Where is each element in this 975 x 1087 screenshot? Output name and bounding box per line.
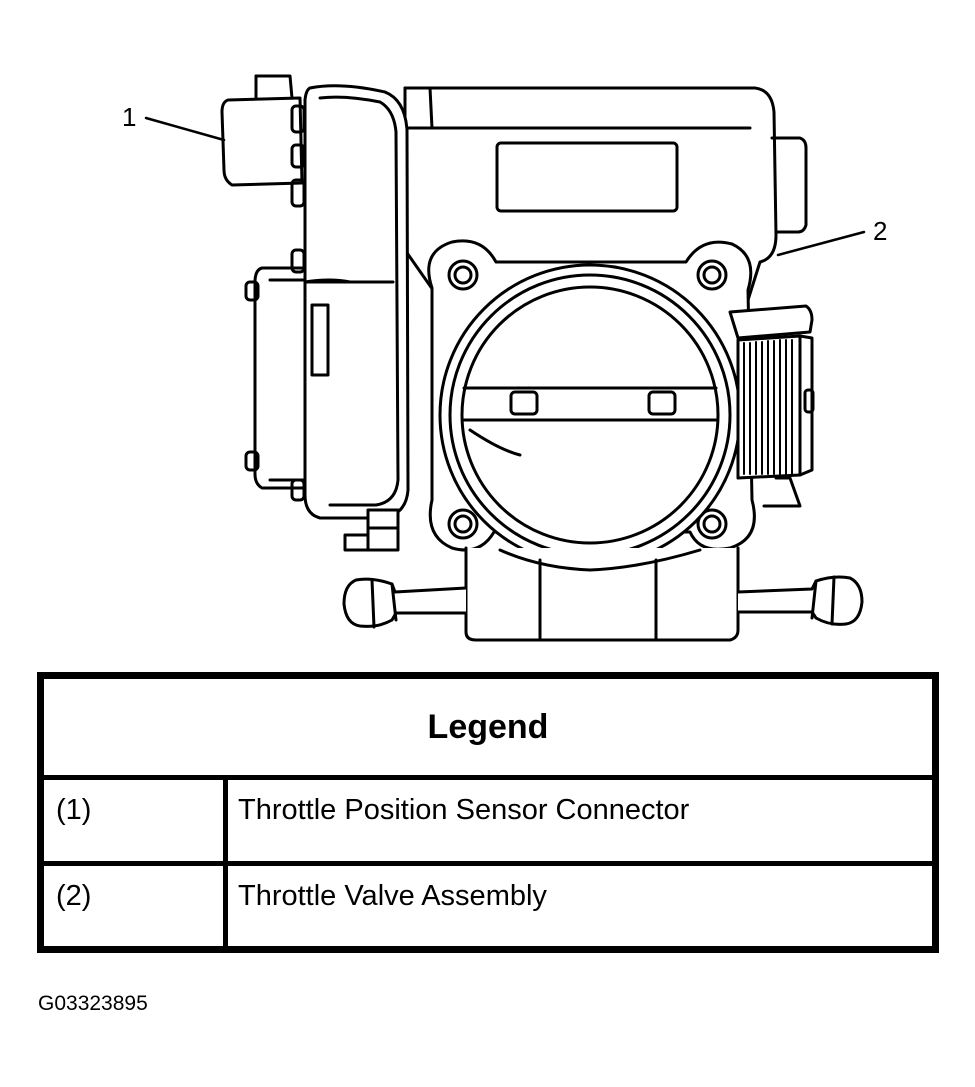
throttle-bore-outer — [438, 263, 742, 567]
lower-side-module — [253, 266, 307, 490]
shaft-screw — [509, 390, 539, 416]
callout-1: 1 — [122, 102, 136, 132]
bolt-hole — [447, 508, 479, 540]
legend-row-number: (2) — [38, 861, 228, 952]
legend-row-description: Throttle Valve Assembly — [223, 861, 938, 952]
coolant-pipe-left — [342, 577, 468, 628]
tps-connector — [220, 96, 304, 187]
legend-row-number: (1) — [38, 775, 228, 866]
legend-row-description: Throttle Position Sensor Connector — [223, 775, 938, 866]
legend-row: (2) Throttle Valve Assembly — [38, 861, 938, 952]
return-spring-housing — [728, 304, 814, 340]
legend-title: Legend — [38, 673, 938, 780]
bolt-hole — [696, 259, 728, 291]
bolt-hole — [696, 508, 728, 540]
callout-2: 2 — [873, 216, 887, 246]
throttle-bore-inner — [460, 285, 720, 545]
leader-line-2 — [776, 230, 866, 257]
legend-table: Legend (1) Throttle Position Sensor Conn… — [37, 672, 939, 953]
sensor-housing — [303, 84, 410, 520]
legend-header-row: Legend — [38, 673, 938, 780]
legend-row: (1) Throttle Position Sensor Connector — [38, 775, 938, 866]
shaft-screw — [647, 390, 677, 416]
housing-label-plate — [495, 141, 679, 213]
throttle-body-illustration: 1 2 — [122, 74, 887, 642]
figure-id: G03323895 — [38, 992, 148, 1015]
throttle-body-neck — [464, 546, 740, 642]
coolant-pipe-right — [736, 575, 864, 626]
leader-line-1 — [144, 116, 226, 142]
bolt-hole — [447, 259, 479, 291]
